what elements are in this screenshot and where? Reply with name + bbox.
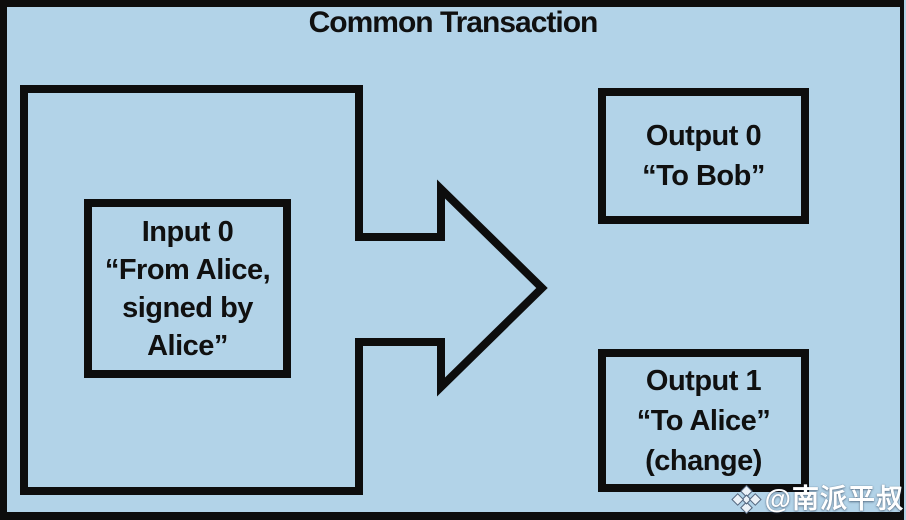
input-0-box: Input 0 “From Alice, signed by Alice” — [84, 199, 291, 378]
input-box-line: Alice” — [147, 329, 228, 362]
output-0-line: “To Bob” — [642, 160, 765, 192]
output-1-box: Output 1 “To Alice” (change) — [598, 349, 809, 492]
output-0-box: Output 0 “To Bob” — [598, 88, 809, 224]
output-1-line: (change) — [645, 444, 762, 477]
input-box-line: Input 0 — [141, 215, 234, 248]
input-box-line: signed by — [122, 291, 253, 324]
input-box-line: “From Alice, — [104, 253, 271, 286]
output-1-line: Output 1 — [645, 364, 762, 397]
output-0-line: Output 0 — [645, 120, 762, 152]
input-to-outputs-arrow-shape — [20, 85, 548, 495]
watermark: @南派平叔 — [730, 484, 904, 515]
output-1-line: “To Alice” — [636, 404, 771, 437]
watermark-handle: @南派平叔 — [764, 484, 904, 514]
binance-diamond-icon — [730, 484, 762, 515]
diagram-title: Common Transaction — [308, 6, 599, 39]
